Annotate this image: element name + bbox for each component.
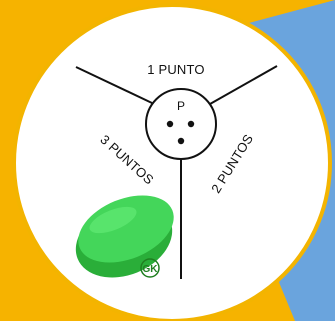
outer-white-circle bbox=[14, 5, 330, 321]
center-dot-bottom bbox=[178, 138, 184, 144]
center-dot-right bbox=[188, 121, 194, 127]
center-dot-left bbox=[167, 121, 173, 127]
zone-label-1-punto: 1 PUNTO bbox=[147, 62, 205, 77]
center-label: P bbox=[177, 99, 185, 113]
puck-logo: GK bbox=[143, 264, 159, 275]
